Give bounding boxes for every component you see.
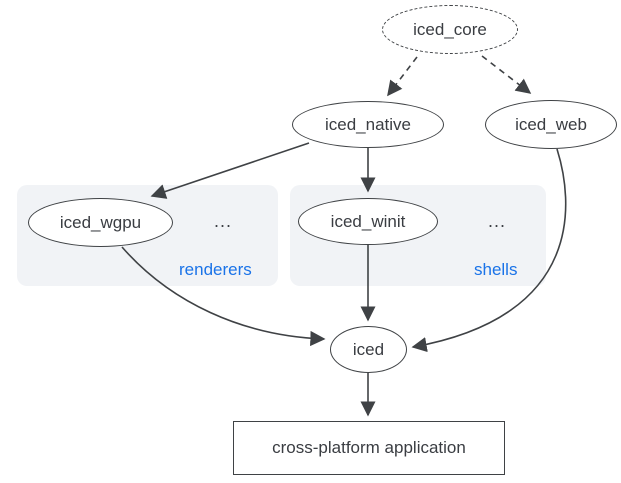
node-iced-winit-label: iced_winit: [330, 211, 406, 231]
node-iced-label: iced: [352, 339, 385, 359]
node-iced-wgpu-label: iced_wgpu: [59, 212, 142, 232]
node-iced-winit: iced_winit: [298, 198, 438, 245]
edge-iced-core-to-iced-native: [387, 56, 418, 97]
node-iced-web-label: iced_web: [515, 114, 587, 134]
node-iced-native: iced_native: [292, 101, 444, 148]
edge-iced-native-to-iced-wgpu: [150, 142, 310, 199]
edge-iced-core-to-iced-web: [481, 55, 532, 94]
edge-iced-wgpu-to-iced: [121, 246, 326, 347]
node-cross-platform-application-label: cross-platform application: [272, 438, 466, 457]
node-iced: iced: [330, 326, 407, 373]
node-cross-platform-application: cross-platform application: [233, 421, 505, 475]
renderers-ellipsis: ...: [214, 211, 233, 231]
edge-iced-web-to-iced: [411, 148, 567, 353]
renderers-group-label: renderers: [179, 260, 252, 279]
shells-group-label: shells: [474, 260, 518, 279]
shells-ellipsis: ...: [488, 211, 507, 231]
node-iced-native-label: iced_native: [324, 114, 411, 134]
node-iced-core: iced_core: [382, 5, 518, 54]
node-iced-web: iced_web: [485, 100, 617, 149]
node-iced-wgpu: iced_wgpu: [28, 198, 173, 247]
node-iced-core-label: iced_core: [413, 19, 487, 39]
